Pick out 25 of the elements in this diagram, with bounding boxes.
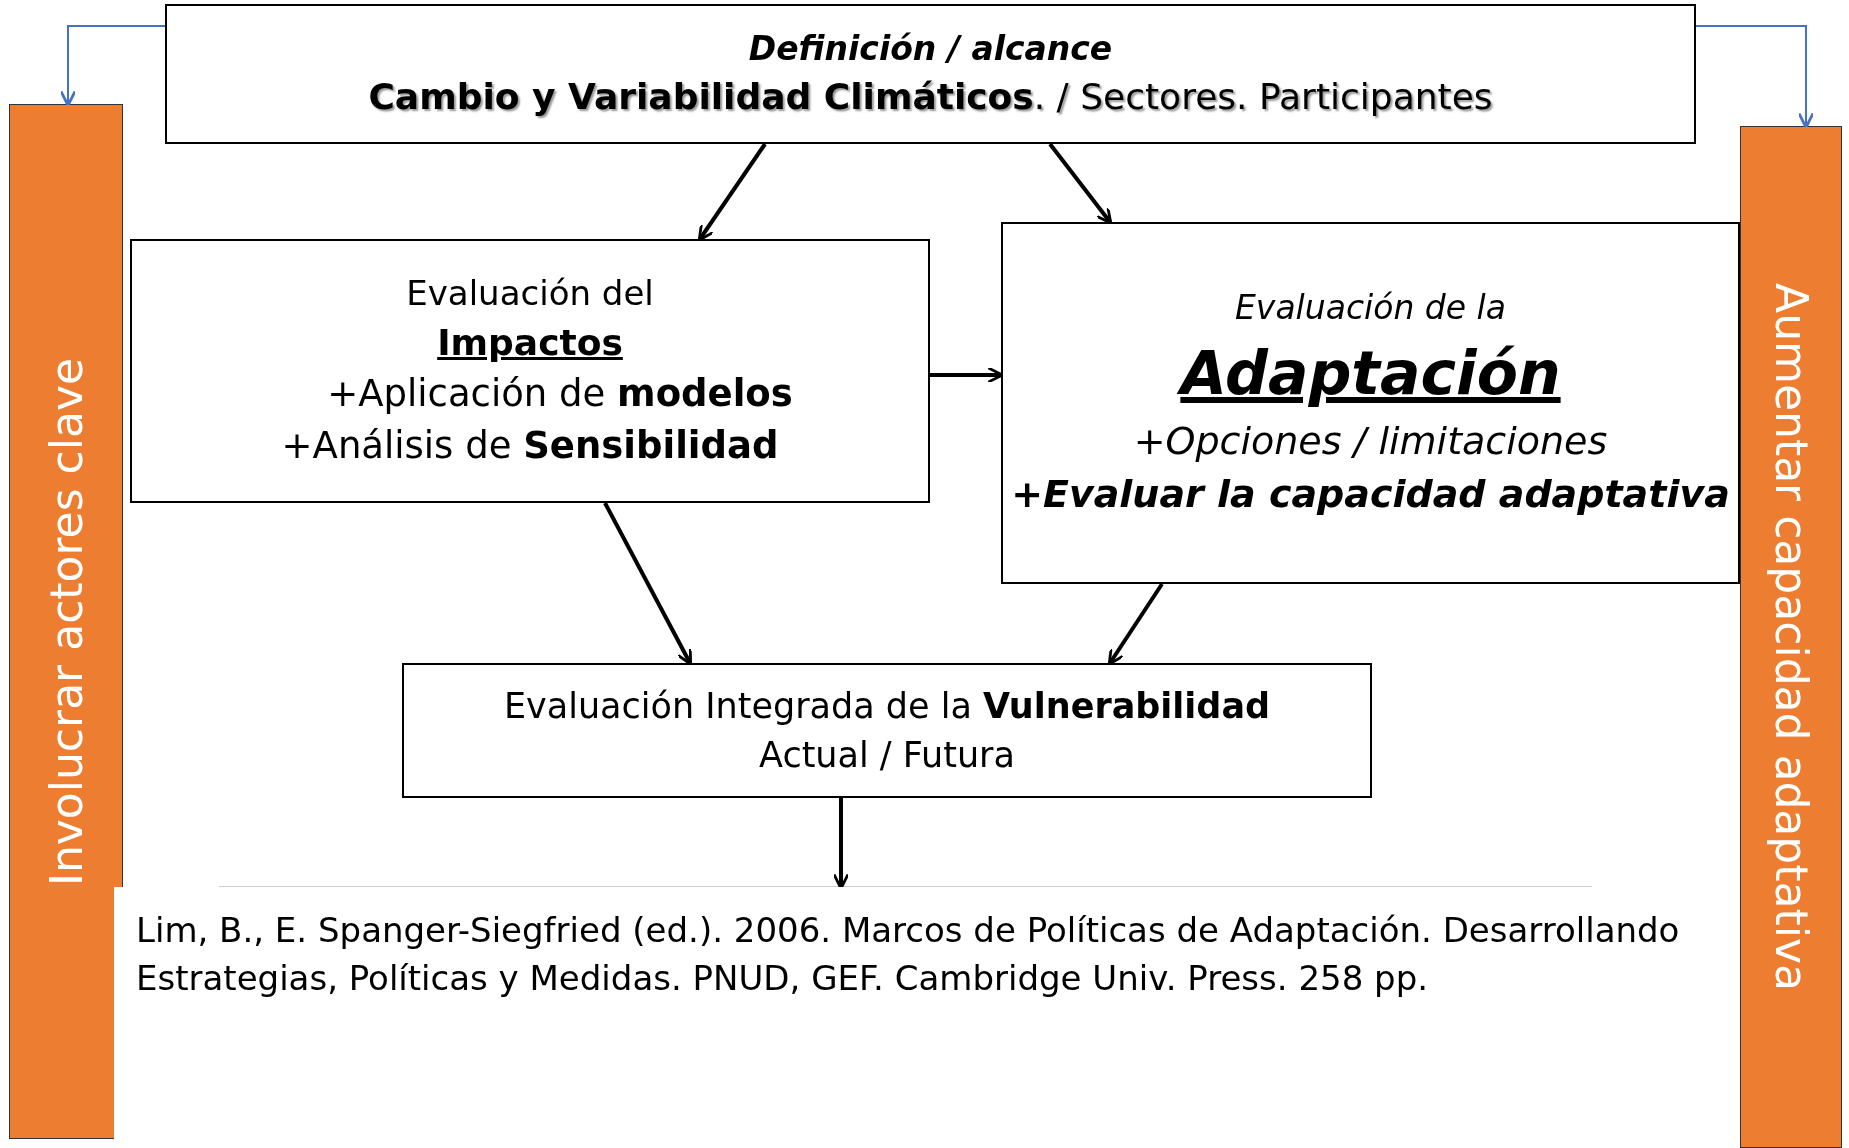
side-bar — [1740, 126, 1842, 1148]
box-text: Cambio y Variabilidad Climáticos. / Sectores. Participantes — [368, 74, 1493, 119]
box-text: +Análisis de Sensibilidad — [281, 423, 779, 469]
process-box — [402, 663, 1372, 798]
box-text: Actual / Futura — [759, 733, 1015, 777]
citation-text: Lim, B., E. Spanger-Siegfried (ed.). 2006. Marcos de Políticas de Adaptación. Desarrollando Estrategias, Políticas y Medidas. PNUD, GEF. Cambridge Univ. Press. 258 pp. — [136, 909, 1681, 1000]
box-text: Evaluación del — [406, 272, 654, 316]
box-text: +Evaluar la capacidad adaptativa — [1011, 471, 1730, 519]
bar-label: Aumentar capacidad adaptativa — [1765, 283, 1817, 991]
arrow — [1048, 142, 1113, 225]
title-box — [165, 4, 1696, 144]
box-text: Definición / alcance — [748, 27, 1113, 70]
side-bar — [9, 104, 123, 1139]
box-text: Impactos — [437, 320, 623, 365]
box-text: Evaluación Integrada de la Vulnerabilidad — [503, 684, 1271, 728]
arrow — [832, 798, 850, 890]
box-text: Evaluación de la — [1235, 286, 1506, 329]
arrow — [603, 502, 693, 666]
process-box — [130, 239, 930, 503]
arrow — [1107, 582, 1164, 666]
box-text: +Aplicación de modelos — [327, 371, 793, 418]
bar-label: Involucrar actores clave — [40, 357, 92, 886]
process-box — [1001, 222, 1740, 584]
arrow — [697, 142, 767, 242]
box-text: +Opciones / limitaciones — [1133, 417, 1608, 465]
